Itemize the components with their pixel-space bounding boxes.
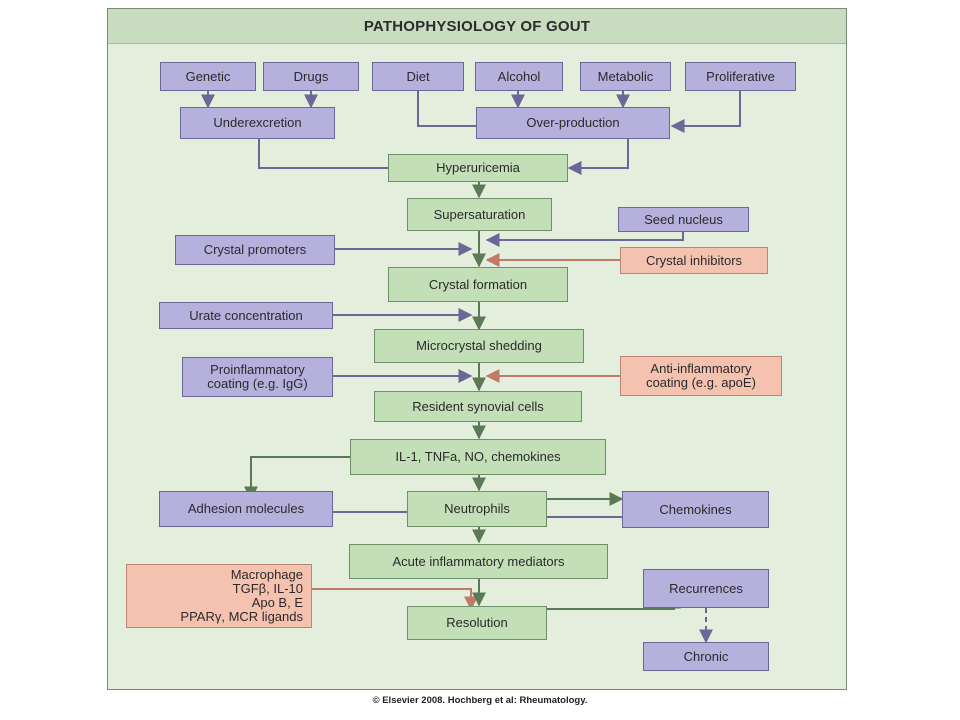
link-proliferative-overproduction [670, 91, 741, 133]
diagram-title: PATHOPHYSIOLOGY OF GOUT [108, 9, 846, 44]
node-drugs: Drugs [263, 62, 359, 91]
node-proliferative: Proliferative [685, 62, 796, 91]
node-genetic: Genetic [160, 62, 256, 91]
node-alcohol: Alcohol [475, 62, 563, 91]
node-hyperuricemia: Hyperuricemia [388, 154, 568, 182]
link-il1-adhesion [244, 456, 350, 501]
node-urate-concentration: Urate concentration [159, 302, 333, 329]
node-crystal-inhibitors: Crystal inhibitors [620, 247, 768, 274]
copyright-credit: © Elsevier 2008. Hochberg et al: Rheumat… [372, 695, 588, 706]
node-resident-synovial-cells: Resident synovial cells [374, 391, 582, 422]
node-acute-inflammatory-mediators: Acute inflammatory mediators [349, 544, 608, 579]
node-microcrystal-shedding: Microcrystal shedding [374, 329, 584, 363]
link-diet-overproduction [417, 91, 500, 133]
node-antiinflammatory: Anti-inflammatory coating (e.g. apoE) [620, 356, 782, 396]
node-diet: Diet [372, 62, 464, 91]
node-overproduction: Over-production [476, 107, 670, 139]
diagram-panel: PATHOPHYSIOLOGY OF GOUT [107, 8, 847, 690]
node-neutrophils: Neutrophils [407, 491, 547, 527]
link-seed-nucleus [485, 231, 684, 247]
node-underexcretion: Underexcretion [180, 107, 335, 139]
node-chronic: Chronic [643, 642, 769, 671]
node-supersaturation: Supersaturation [407, 198, 552, 231]
link-overproduction-hyperuricemia [567, 139, 629, 175]
link-underexcretion-hyperuricemia [258, 139, 407, 175]
node-adhesion-molecules: Adhesion molecules [159, 491, 333, 527]
node-resolution: Resolution [407, 606, 547, 640]
node-proinflammatory: Proinflammatory coating (e.g. IgG) [182, 357, 333, 397]
node-metabolic: Metabolic [580, 62, 671, 91]
node-seed-nucleus: Seed nucleus [618, 207, 749, 232]
node-chemokines: Chemokines [622, 491, 769, 528]
node-recurrences: Recurrences [643, 569, 769, 608]
node-il1-tnfa-no-chemokines: IL-1, TNFa, NO, chemokines [350, 439, 606, 475]
node-macrophage: Macrophage TGFβ, IL-10 Apo B, E PPARγ, M… [126, 564, 312, 628]
node-crystal-promoters: Crystal promoters [175, 235, 335, 265]
node-crystal-formation: Crystal formation [388, 267, 568, 302]
link-macrophage [312, 588, 478, 611]
